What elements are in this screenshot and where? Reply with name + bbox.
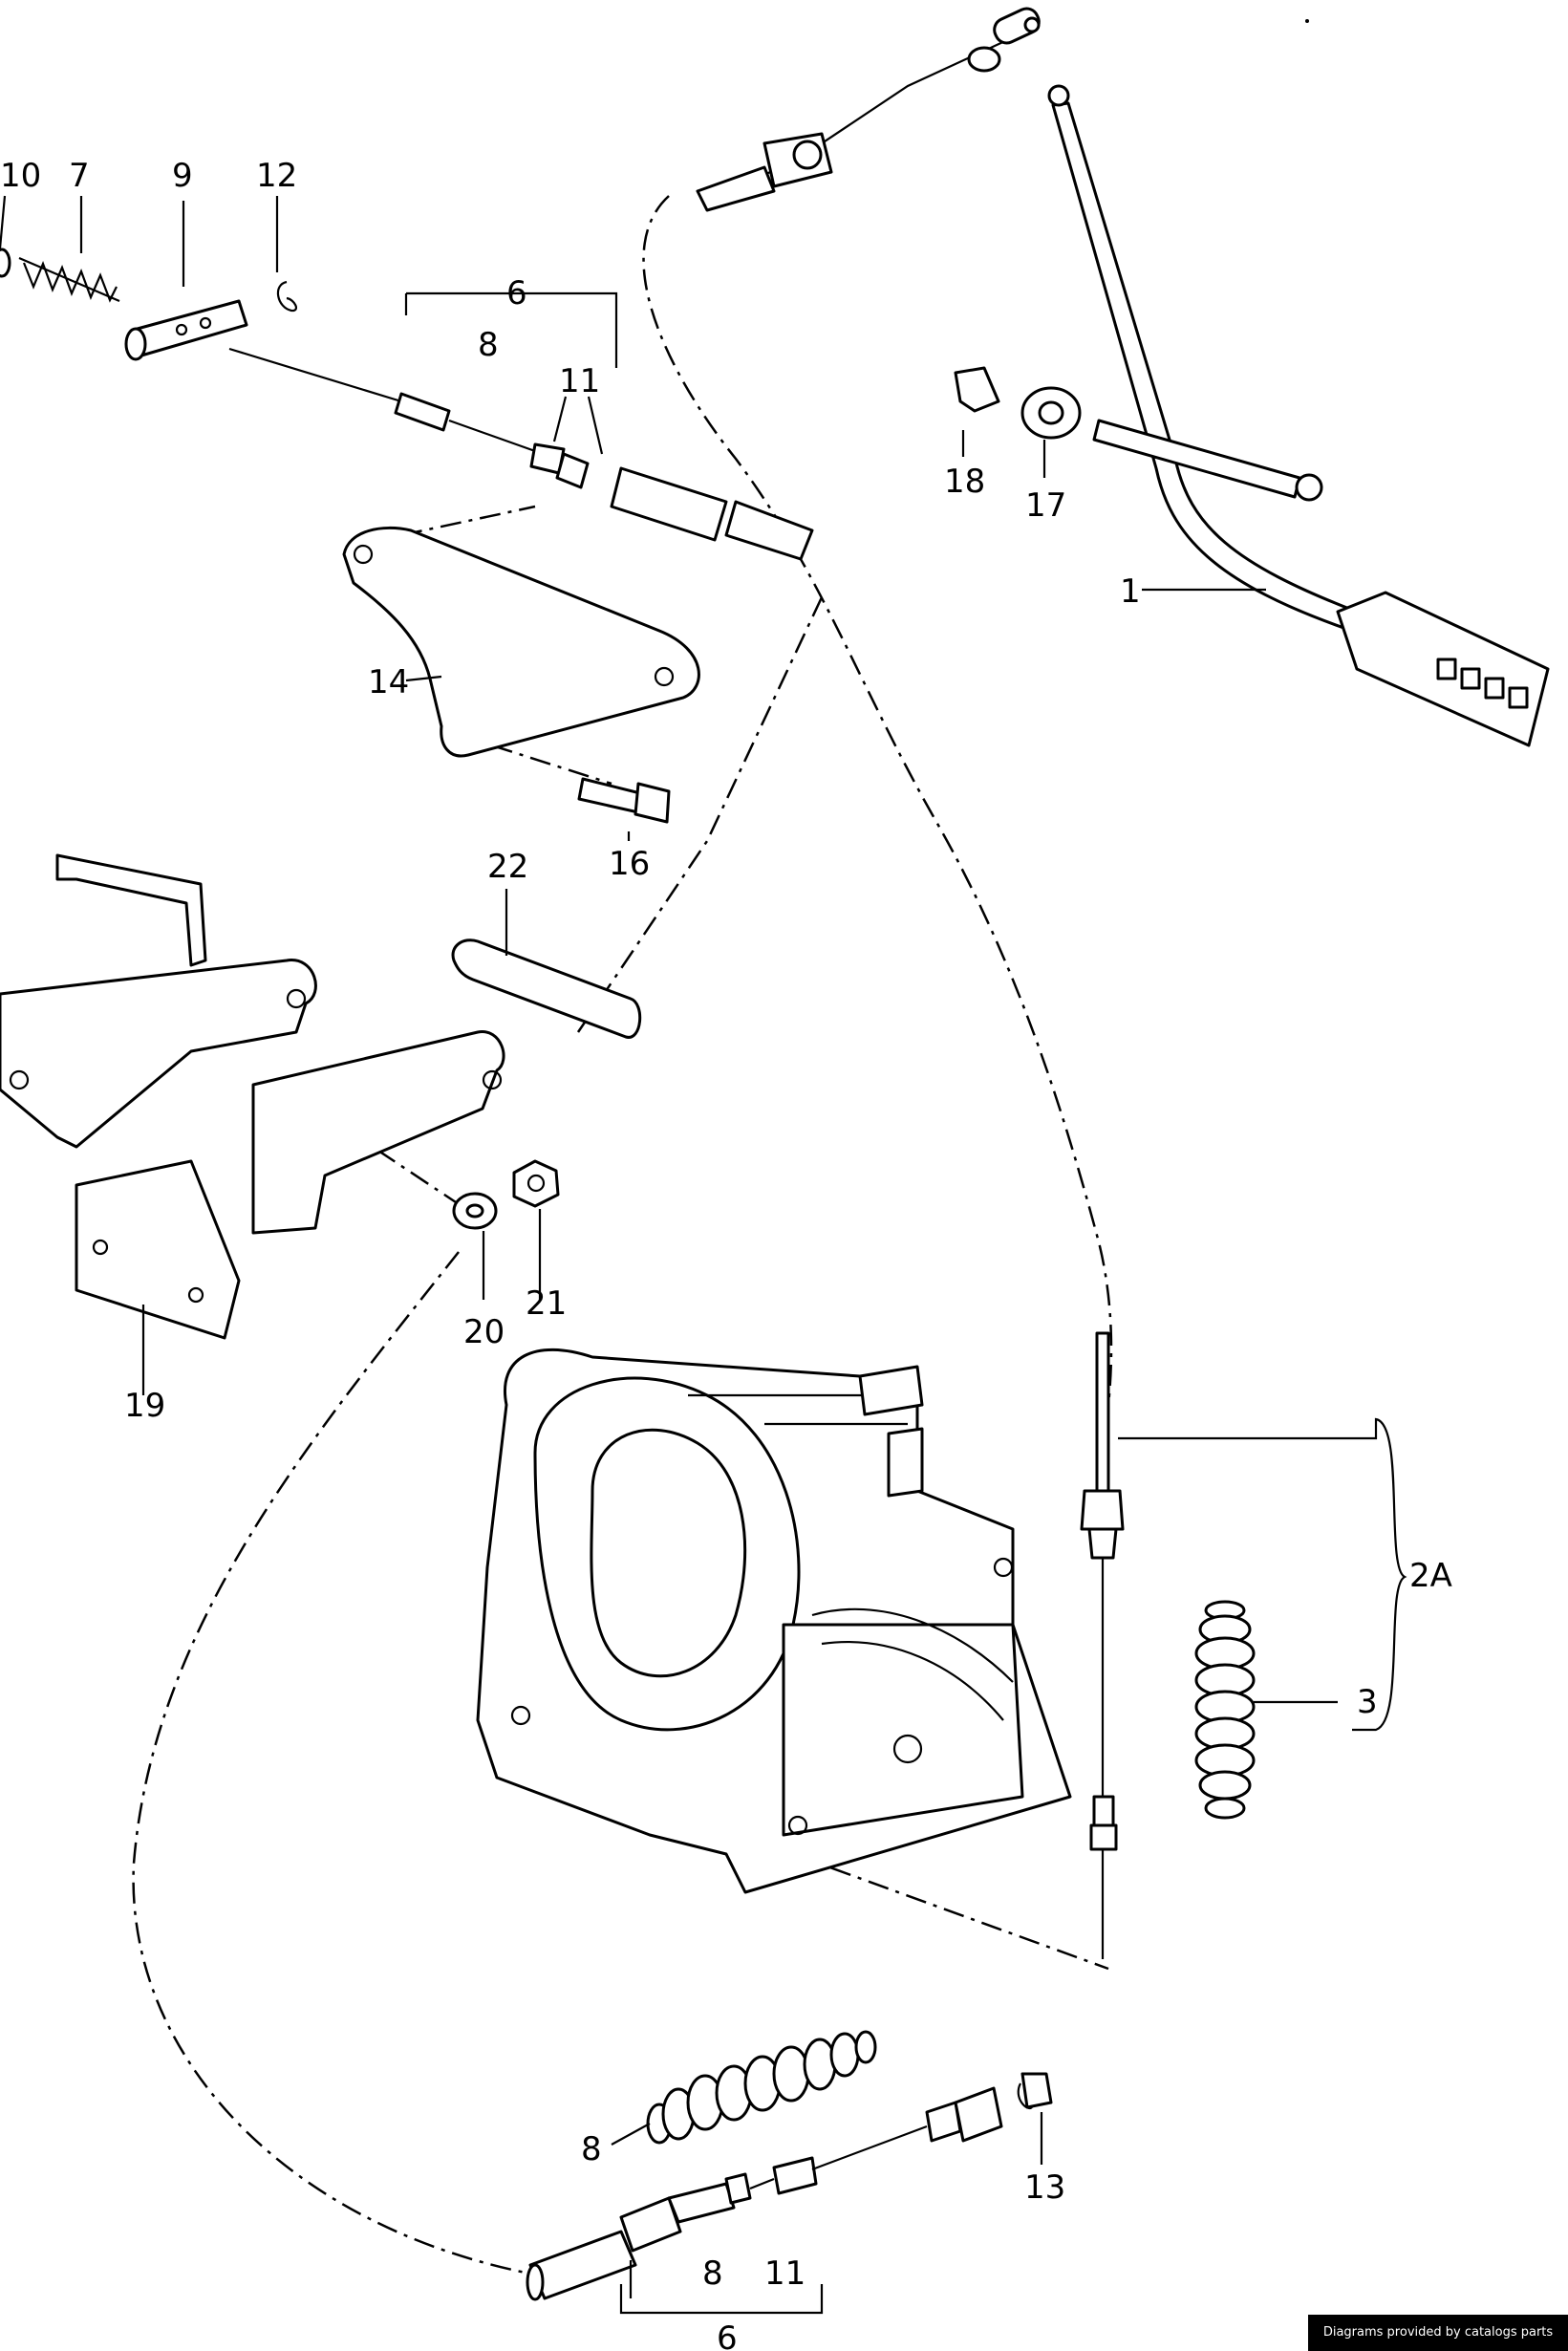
- cable-upper-end: [696, 7, 1041, 212]
- label-6-top: 6: [506, 274, 527, 313]
- speck-dot: [1305, 19, 1309, 23]
- label-2a: 2A: [1409, 1557, 1452, 1595]
- bracket-plate: [342, 527, 700, 758]
- leader-lines: [0, 195, 1407, 2315]
- label-19: 19: [124, 1387, 165, 1425]
- retaining-clip-18: [954, 366, 1000, 413]
- label-8-left: 8: [581, 2130, 602, 2168]
- nut-21: [512, 1159, 560, 1208]
- cable-route-diagonal: [576, 596, 824, 1033]
- rubber-pad: [451, 938, 642, 1039]
- label-8-bottom: 8: [702, 2254, 723, 2293]
- guide-line-bolt: [491, 744, 612, 786]
- label-1: 1: [1120, 572, 1141, 611]
- cable-route-lower: [132, 1251, 536, 2276]
- support-bracket: [0, 853, 505, 1340]
- washer-20: [452, 1192, 498, 1230]
- label-20: 20: [463, 1313, 505, 1351]
- washer-10: [0, 248, 11, 278]
- pedal-lever: [1047, 84, 1550, 747]
- label-3: 3: [1357, 1683, 1378, 1721]
- label-6-bottom: 6: [717, 2319, 738, 2351]
- label-7: 7: [69, 157, 90, 195]
- label-13: 13: [1024, 2168, 1065, 2207]
- label-12: 12: [256, 157, 297, 195]
- label-18: 18: [944, 463, 985, 501]
- label-14: 14: [368, 663, 409, 701]
- footer-credit: Diagrams provided by catalogs parts: [1308, 2315, 1568, 2351]
- boot-8-lower: [646, 2030, 877, 2145]
- guide-line-cable-end: [792, 1852, 1109, 1971]
- label-17: 17: [1025, 486, 1066, 525]
- spring: [18, 256, 120, 303]
- transmission-housing: [476, 1348, 1072, 1894]
- guide-line-washer: [343, 1126, 460, 1206]
- label-8-top: 8: [478, 326, 499, 364]
- pin: [124, 299, 248, 361]
- cable-lower-end: [526, 2072, 1053, 2301]
- label-11-bottom: 11: [764, 2254, 805, 2293]
- bushing: [1020, 386, 1082, 440]
- guide-line-bracket: [400, 505, 536, 537]
- cable-assembly-2a: [1080, 1331, 1125, 1959]
- bolt: [577, 777, 671, 824]
- label-11-top: 11: [559, 362, 600, 400]
- boot-3: [1194, 1600, 1256, 1820]
- callout-labels: 1 2A 3 6 6 7 8 8 8 9 10 11 11 12 13 14 1…: [0, 157, 1452, 2351]
- cable-upper-body: [228, 347, 814, 561]
- label-10: 10: [0, 157, 41, 195]
- circlip-12: [276, 280, 298, 313]
- label-21: 21: [526, 1284, 567, 1323]
- label-9: 9: [172, 157, 193, 195]
- cable-route-upper: [642, 195, 1113, 1406]
- label-22: 22: [487, 848, 528, 886]
- label-16: 16: [609, 845, 650, 883]
